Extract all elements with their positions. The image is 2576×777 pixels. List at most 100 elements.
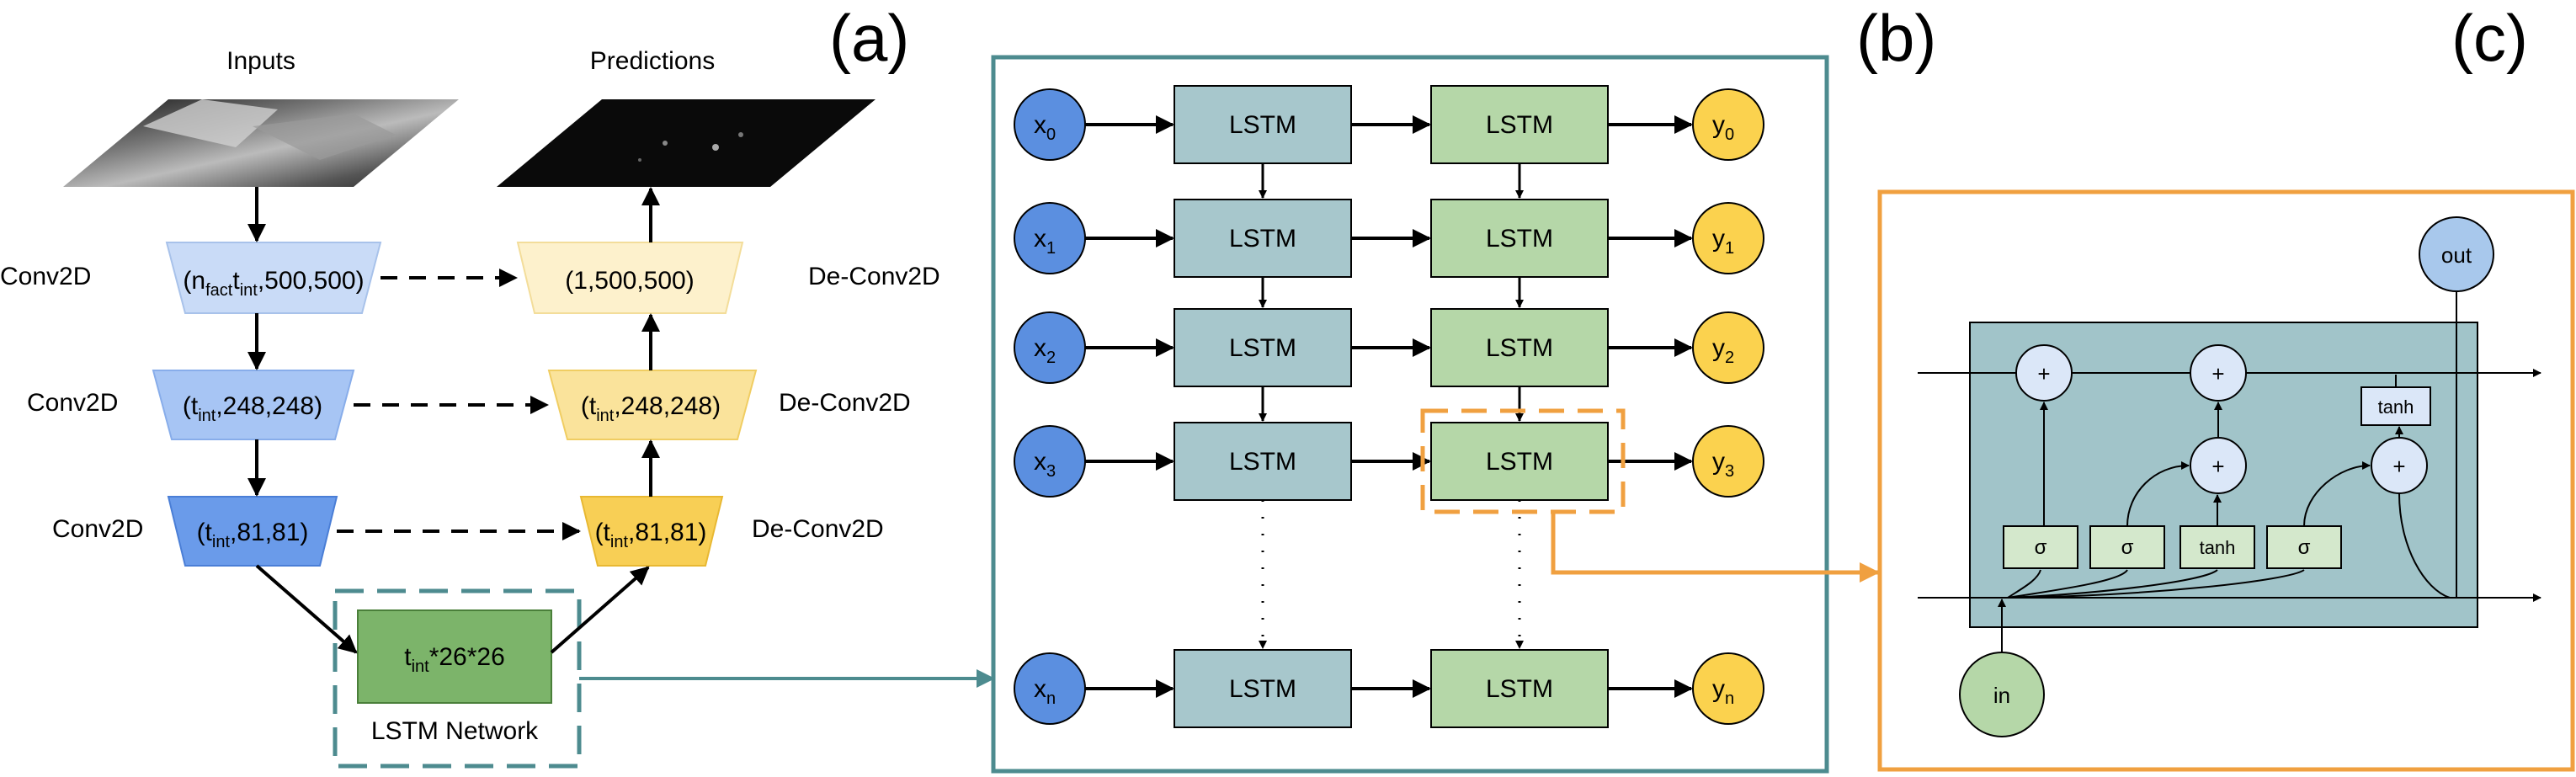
svg-text:+: + [2211, 454, 2224, 479]
lstm-layer1-label-2: LSTM [1229, 334, 1296, 362]
conv2d-label-1: Conv2D [0, 263, 91, 290]
deconv2d-label-3: De-Conv2D [752, 515, 884, 543]
encoder-layer-2 [152, 370, 355, 440]
lstm-layer1-label-0: LSTM [1229, 111, 1296, 139]
decoder-layer-3 [579, 496, 724, 567]
encoder-layer-3-label: (tint,81,81) [197, 519, 309, 551]
output-y-n [1692, 652, 1764, 725]
svg-text:tanh: tanh [2200, 537, 2236, 558]
lstm-layer2-label-0: LSTM [1486, 111, 1553, 139]
arrow-lstm-to-dec3 [550, 566, 650, 654]
svg-text:σ: σ [2121, 536, 2134, 559]
input-x-label-2: x2 [1034, 334, 1056, 367]
encoder-layer-3 [167, 496, 338, 567]
decoder-layer-2 [547, 370, 758, 440]
lstm-layer1-label-4: LSTM [1229, 675, 1296, 703]
panel-c-frame [1877, 189, 2575, 772]
lstm-layer1-label-3: LSTM [1229, 448, 1296, 476]
deconv2d-label-2: De-Conv2D [779, 389, 911, 417]
conv2d-label-2: Conv2D [27, 389, 118, 417]
input-x-2 [1014, 311, 1086, 384]
encoder-layer-1 [165, 242, 382, 314]
lstm-layer1-row-1 [1174, 199, 1352, 278]
gate-sigma-forget: σ [2003, 525, 2078, 569]
lstm-layer2-label-2: LSTM [1486, 334, 1553, 362]
input-image [63, 99, 459, 187]
input-x-0 [1014, 88, 1086, 161]
lstm-layer2-label-1: LSTM [1486, 225, 1553, 253]
input-x-label-1: x1 [1034, 225, 1056, 258]
output-y-1 [1692, 202, 1764, 274]
input-node: in [1959, 652, 2045, 737]
arrow-enc3-to-lstm [255, 564, 358, 654]
panel-label-c: (c) [2451, 1, 2528, 75]
encoder-layer-2-label: (tint,248,248) [183, 392, 322, 425]
lstm-network-label: LSTM Network [371, 717, 539, 745]
encoder-layer-1-label: (nfacttint,500,500) [183, 267, 364, 300]
input-x-n [1014, 652, 1086, 725]
output-y-2 [1692, 311, 1764, 384]
panel-label-b: (b) [1856, 1, 1936, 75]
inputs-label: Inputs [226, 47, 295, 75]
predictions-label: Predictions [590, 47, 715, 75]
plus-node-input: + [2190, 344, 2247, 402]
panel-c: (c) + + + + tanh [1420, 1, 2575, 772]
svg-text:in: in [1993, 683, 2010, 708]
decoder-layer-2-label: (tint,248,248) [581, 392, 721, 425]
output-y-label-0: y0 [1712, 111, 1734, 144]
output-node: out [2419, 216, 2494, 292]
panel-label-a: (a) [829, 1, 909, 75]
lstm-layer2-row-2 [1430, 308, 1609, 387]
svg-text:σ: σ [2298, 536, 2311, 559]
svg-text:out: out [2441, 242, 2472, 268]
output-y-0 [1692, 88, 1764, 161]
connector-b-to-c [1551, 512, 1880, 583]
svg-text:+: + [2037, 361, 2050, 386]
tanh-output-box: tanh [2360, 386, 2431, 426]
lstm-layer2-row-0 [1430, 85, 1609, 164]
output-y-label-2: y2 [1712, 334, 1734, 367]
output-y-label-3: y3 [1712, 448, 1734, 481]
panel-a: (a) Inputs Predictions (nfacttint,500,50… [0, 1, 995, 769]
gate-sigma-input: σ [2089, 525, 2165, 569]
decoder-layer-1-label: (1,500,500) [565, 267, 694, 295]
plus-node-output: + [2371, 437, 2428, 494]
decoder-layer-3-label: (tint,81,81) [595, 519, 707, 551]
decoder-layer-1 [516, 242, 744, 314]
svg-text:tanh: tanh [2378, 396, 2414, 418]
plus-node-forget: + [2015, 344, 2073, 402]
lstm-layer2-label-4: LSTM [1486, 675, 1553, 703]
gate-sigma-output: σ [2266, 525, 2342, 569]
output-y-label-n: yn [1712, 675, 1734, 708]
gate-tanh: tanh [2179, 525, 2255, 569]
lstm-bottleneck [357, 609, 552, 704]
plus-node-candidate: + [2190, 437, 2247, 494]
lstm-layer2-label-3: LSTM [1486, 448, 1553, 476]
input-x-label-0: x0 [1034, 111, 1056, 144]
lstm-layer1-row-0 [1174, 85, 1352, 164]
lstm-layer1-row-4 [1174, 649, 1352, 728]
output-y-3 [1692, 425, 1764, 498]
highlight-lstm-cell [1420, 408, 1626, 514]
prediction-image [497, 99, 876, 187]
input-x-label-n: xn [1034, 675, 1056, 708]
lstm-layer1-label-1: LSTM [1229, 225, 1296, 253]
lstm-bottleneck-label: tint*26*26 [404, 643, 505, 676]
lstm-layer2-row-4 [1430, 649, 1609, 728]
svg-text:+: + [2211, 361, 2224, 386]
lstm-layer2-row-3 [1430, 422, 1609, 501]
input-x-1 [1014, 202, 1086, 274]
output-y-label-1: y1 [1712, 225, 1734, 258]
cell-wires [1998, 282, 2461, 652]
deconv2d-label-1: De-Conv2D [808, 263, 940, 290]
conv2d-label-3: Conv2D [52, 515, 143, 543]
svg-text:+: + [2392, 454, 2405, 479]
input-x-label-3: x3 [1034, 448, 1056, 481]
input-x-3 [1014, 425, 1086, 498]
panel-b-frame [991, 55, 1829, 774]
svg-text:σ: σ [2035, 536, 2047, 559]
